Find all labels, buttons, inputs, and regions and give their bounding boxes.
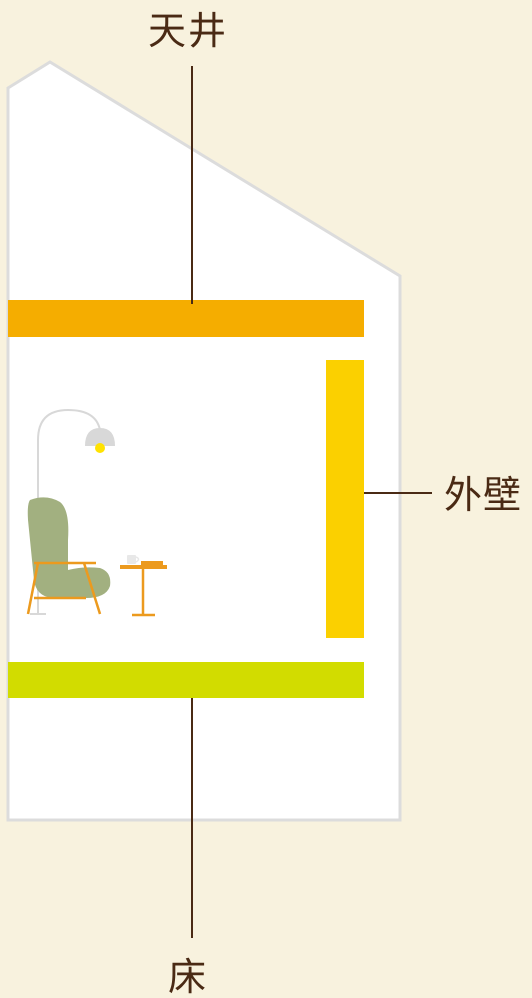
cup-icon [127,555,140,564]
ceiling-insulation-band [8,300,364,337]
side-table-icon [120,555,167,617]
armchair-icon [26,497,111,615]
bulb-icon [95,443,105,453]
book-icon [141,561,163,565]
exterior-wall-label: 外壁 [444,473,523,517]
floor-lamp-icon [30,408,115,615]
floor-insulation-band [8,662,364,698]
ceiling-label: 天井 [148,9,229,53]
floor-label: 床 [168,955,207,998]
wall-insulation-band [326,360,364,638]
